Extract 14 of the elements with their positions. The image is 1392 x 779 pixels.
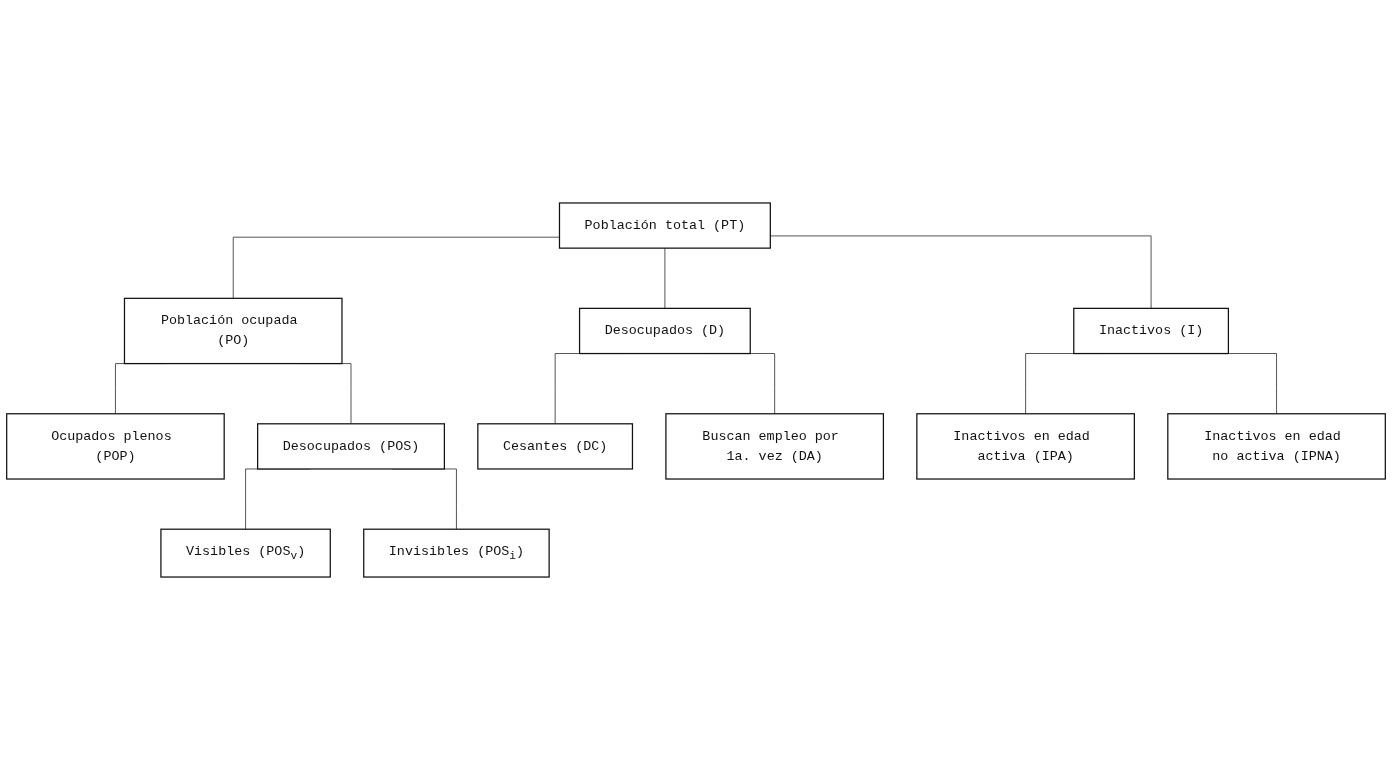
node-box: Inactivos en edad activa (IPA) [916,412,1135,480]
connector [232,236,560,299]
node-box: Invisibles (POS$_{i}$) [363,528,550,578]
node-box: Desocupados (D) [578,307,751,354]
node-box: Cesantes (DC) [477,422,634,470]
node-box: Desocupados (POS) [257,422,445,470]
connector [664,247,666,309]
node-box: Visibles (POS$_{v}$) [160,528,331,578]
node-box: Población ocupada (PO) [123,297,343,364]
node-box: Inactivos en edad no activa (IPNA) [1167,412,1386,480]
node-box: Población total (PT) [558,201,771,249]
node-box: Ocupados plenos (POP) [6,412,225,480]
node-box: Buscan empleo por 1a. vez (DA) [665,412,885,480]
node-box: Inactivos (I) [1073,307,1229,354]
